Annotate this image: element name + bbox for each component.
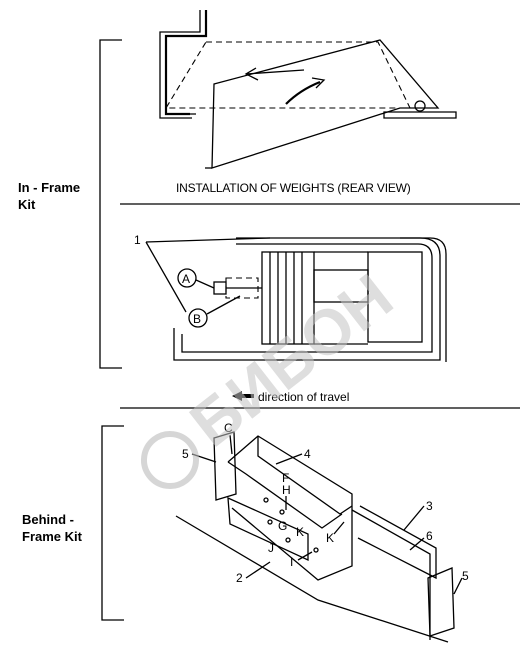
callout-a-label: A [182,272,190,286]
watermark-logo-icon [141,431,199,489]
callout-4-leader [275,453,303,465]
watermark: БИБОН [141,260,406,489]
callout-1-leader [145,237,271,313]
in-frame-bracket [99,39,122,369]
callout-a-circle [177,268,197,288]
callout-a: A [177,268,215,289]
direction-of-travel: direction of travel [232,390,349,404]
callout-6-leader [409,537,425,551]
callout-b: B [188,295,241,328]
rear-view-drawing [173,237,447,362]
section-title: INSTALLATION OF WEIGHTS (REAR VIEW) [176,181,411,195]
callout-c: C [224,421,233,435]
direction-label: direction of travel [258,390,349,404]
callout-h: H [282,483,291,497]
callout-5-right: 5 [462,569,469,583]
callout-b-label: B [193,312,201,326]
behind-frame-kit-label: Behind - Frame Kit [22,512,83,544]
direction-arrow-icon [232,391,254,401]
callout-3-leader [403,505,425,531]
behind-frame-bracket [101,425,124,621]
callout-4: 4 [304,447,311,461]
callout-a-leader [195,279,215,289]
callout-c-leader [229,434,233,455]
behind-frame-line2: Frame Kit [22,529,83,544]
in-frame-line1: In - Frame [18,180,80,195]
in-frame-kit-label: In - Frame Kit [18,180,84,212]
callout-j: J [268,541,274,555]
callout-b-leader [206,295,241,315]
callout-g: G [278,519,287,533]
behind-frame-line1: Behind - [22,512,74,527]
callout-3: 3 [426,499,433,513]
callout-i-leader [297,551,313,561]
callout-5-left: 5 [182,447,189,461]
trailer-tilt-drawing [159,10,457,169]
callout-i: I [290,555,293,569]
in-frame-line2: Kit [18,197,36,212]
callout-1: 1 [134,233,141,247]
behind-frame-drawing [175,431,455,643]
callout-2-leader [245,561,271,579]
callout-6: 6 [426,529,433,543]
callout-k-1: K [296,525,304,539]
callout-k-2-leader [333,521,345,535]
callout-5-right-leader [453,577,463,595]
callout-f: F [282,471,289,485]
callout-b-circle [188,308,208,328]
callout-2: 2 [236,571,243,585]
callout-k-2: K [326,531,334,545]
